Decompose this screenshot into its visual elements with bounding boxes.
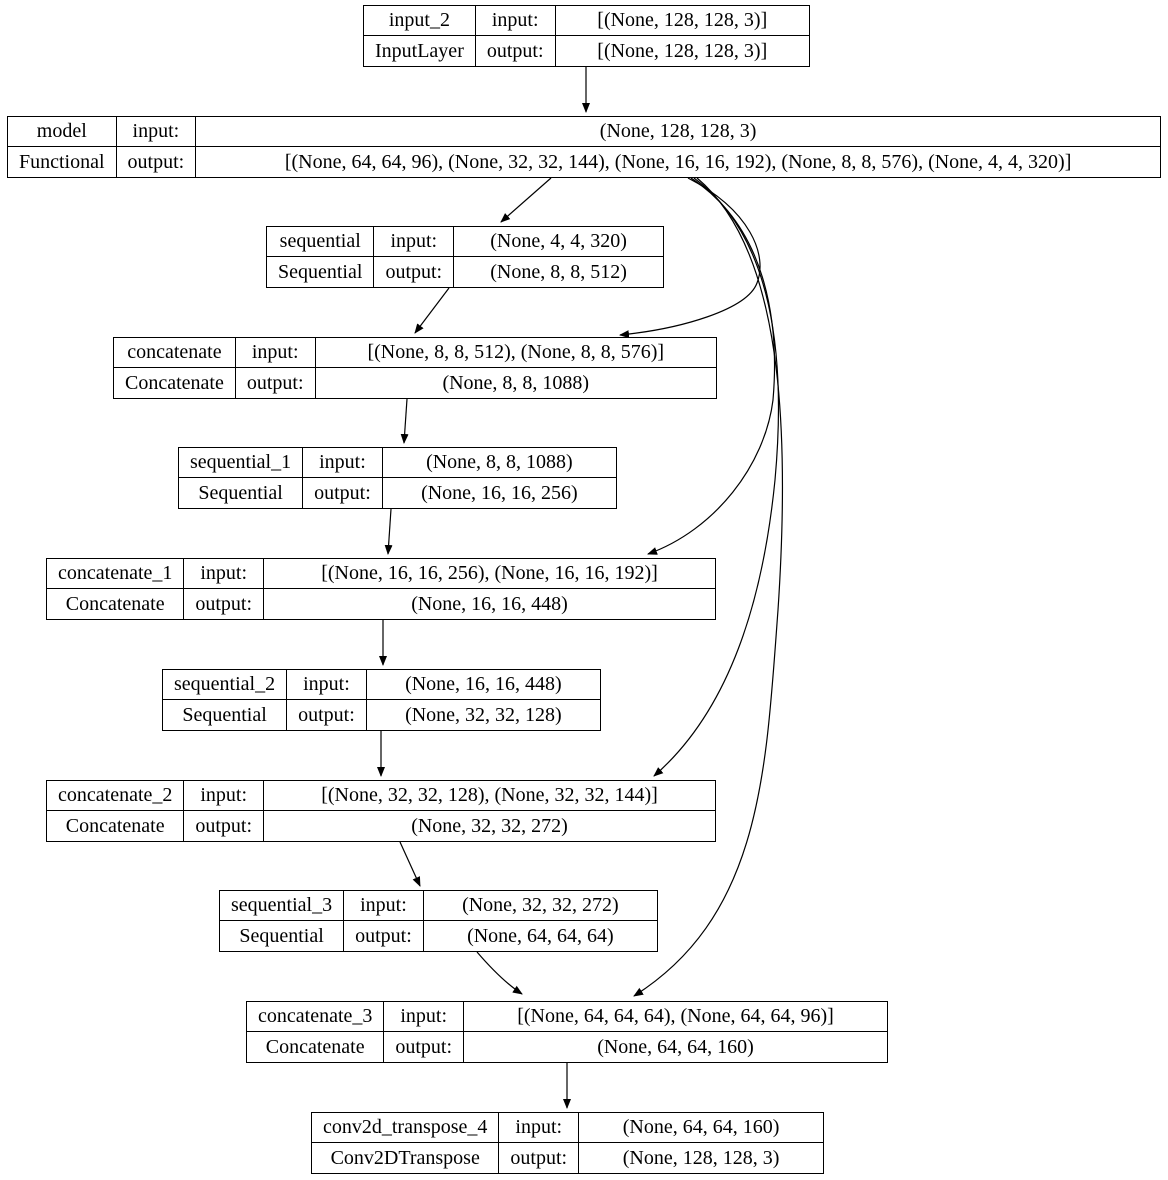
layer-class: InputLayer: [364, 36, 476, 66]
layer-name: concatenate_2: [47, 781, 185, 811]
input-label: input:: [384, 1002, 465, 1032]
layer-class: Sequential: [163, 700, 288, 730]
input-shape: (None, 4, 4, 320): [454, 227, 663, 257]
node-concatenate_2: concatenate_2 input: [(None, 32, 32, 128…: [46, 780, 716, 842]
layer-class: Concatenate: [47, 589, 185, 619]
output-label: output:: [236, 368, 316, 398]
edge-concatenate-to-sequential_1: [400, 398, 409, 444]
output-label: output:: [344, 921, 424, 951]
edge-model-to-concatenate_3: [633, 177, 784, 997]
node-conv2d_transpose_4: conv2d_transpose_4 input: (None, 64, 64,…: [311, 1112, 824, 1174]
layer-class: Sequential: [220, 921, 345, 951]
input-shape: (None, 32, 32, 272): [423, 891, 657, 921]
output-shape: (None, 8, 8, 512): [490, 260, 627, 283]
input-shape: (None, 16, 16, 448): [366, 670, 600, 700]
output-label: output:: [303, 478, 383, 508]
input-label: input:: [116, 117, 197, 147]
input-label: input:: [499, 1113, 580, 1143]
output-shape: (None, 64, 64, 160): [597, 1035, 754, 1058]
layer-class: Concatenate: [114, 368, 236, 398]
layer-name: sequential_2: [163, 670, 288, 700]
input-shape: [(None, 16, 16, 256), (None, 16, 16, 192…: [264, 559, 715, 589]
node-sequential: sequential input: (None, 4, 4, 320) Sequ…: [266, 226, 664, 288]
output-shape: (None, 16, 16, 448): [411, 592, 568, 615]
edge-model-to-concatenate_1: [647, 177, 776, 555]
output-label: output:: [476, 36, 556, 66]
output-shape: (None, 128, 128, 3): [622, 1146, 780, 1169]
input-shape: (None, 8, 8, 1088): [382, 448, 616, 478]
output-shape: (None, 16, 16, 256): [421, 481, 578, 504]
layer-name: sequential_3: [220, 891, 345, 921]
edge-model-to-sequential: [500, 177, 552, 223]
layer-name: concatenate_3: [247, 1002, 385, 1032]
input-label: input:: [184, 559, 265, 589]
output-shape: (None, 32, 32, 272): [411, 814, 568, 837]
layer-class: Conv2DTranspose: [312, 1143, 500, 1173]
layer-class: Concatenate: [247, 1032, 385, 1062]
node-concatenate: concatenate input: [(None, 8, 8, 512), (…: [113, 337, 717, 399]
input-shape: (None, 64, 64, 160): [579, 1113, 823, 1143]
layer-name: input_2: [364, 6, 476, 36]
layer-name: conv2d_transpose_4: [312, 1113, 500, 1143]
input-shape: [(None, 64, 64, 64), (None, 64, 64, 96)]: [464, 1002, 887, 1032]
input-shape: [(None, 128, 128, 3)]: [555, 6, 809, 36]
layer-name: sequential: [267, 227, 375, 257]
input-shape: [(None, 32, 32, 128), (None, 32, 32, 144…: [264, 781, 715, 811]
input-label: input:: [475, 6, 556, 36]
layer-class: Sequential: [179, 478, 304, 508]
output-label: output:: [184, 811, 265, 841]
edge-model-to-concatenate_2: [653, 177, 780, 777]
output-shape: [(None, 128, 128, 3)]: [597, 39, 768, 62]
output-label: output:: [287, 700, 367, 730]
input-label: input:: [235, 338, 316, 368]
layer-name: concatenate_1: [47, 559, 185, 589]
layer-class: Sequential: [267, 257, 375, 287]
output-shape: (None, 8, 8, 1088): [442, 371, 590, 394]
input-label: input:: [374, 227, 455, 257]
edge-sequential_3-to-concatenate_3: [476, 951, 523, 995]
node-sequential_3: sequential_3 input: (None, 32, 32, 272) …: [219, 890, 658, 952]
input-label: input:: [184, 781, 265, 811]
layer-class: Functional: [8, 147, 117, 177]
input-shape: (None, 128, 128, 3): [196, 117, 1160, 147]
output-label: output:: [499, 1143, 580, 1173]
node-input_2: input_2 input: [(None, 128, 128, 3)] Inp…: [363, 5, 810, 67]
layer-name: sequential_1: [179, 448, 304, 478]
layer-class: Concatenate: [47, 811, 185, 841]
output-shape: (None, 32, 32, 128): [405, 703, 562, 726]
node-sequential_2: sequential_2 input: (None, 16, 16, 448) …: [162, 669, 601, 731]
input-shape: [(None, 8, 8, 512), (None, 8, 8, 576)]: [315, 338, 716, 368]
node-concatenate_1: concatenate_1 input: [(None, 16, 16, 256…: [46, 558, 716, 620]
edge-model-to-concatenate: [619, 177, 761, 339]
node-concatenate_3: concatenate_3 input: [(None, 64, 64, 64)…: [246, 1001, 888, 1063]
output-label: output:: [184, 589, 265, 619]
input-label: input:: [303, 448, 383, 478]
output-label: output:: [374, 257, 455, 287]
output-shape: [(None, 64, 64, 96), (None, 32, 32, 144)…: [284, 150, 1072, 173]
output-shape: (None, 64, 64, 64): [467, 924, 614, 947]
layer-name: model: [8, 117, 117, 147]
edge-concatenate_2-to-sequential_3: [399, 841, 421, 887]
node-model: model input: (None, 128, 128, 3) Functio…: [7, 116, 1161, 178]
node-sequential_1: sequential_1 input: (None, 8, 8, 1088) S…: [178, 447, 617, 509]
input-label: input:: [344, 891, 424, 921]
output-label: output:: [384, 1032, 465, 1062]
edge-sequential-to-concatenate: [414, 287, 450, 334]
output-label: output:: [117, 147, 197, 177]
layer-name: concatenate: [114, 338, 236, 368]
input-label: input:: [287, 670, 367, 700]
edge-sequential_1-to-concatenate_1: [384, 508, 393, 555]
